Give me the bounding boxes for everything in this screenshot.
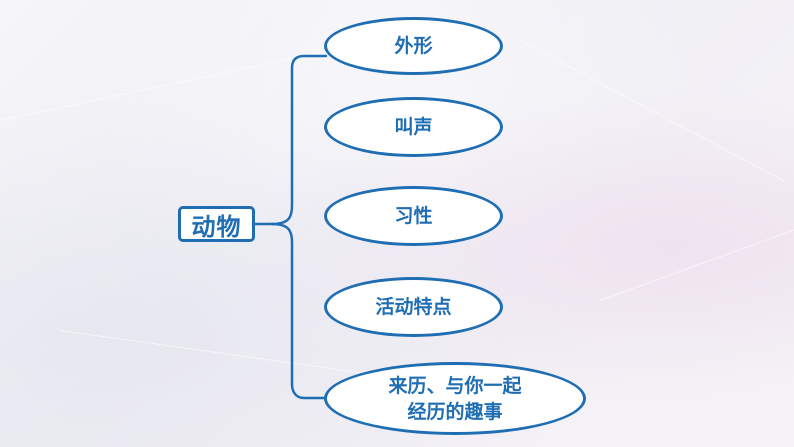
branch-node-activity: 活动特点 — [324, 277, 503, 337]
branch-node-history: 来历、与你一起 经历的趣事 — [324, 362, 586, 435]
branch-label-group: 来历、与你一起 经历的趣事 — [388, 373, 521, 425]
branch-node-appearance: 外形 — [324, 17, 503, 75]
branch-label-line1: 来历、与你一起 — [388, 374, 522, 397]
branch-node-habits: 习性 — [324, 186, 503, 246]
bracket-line — [270, 54, 328, 226]
bracket-line — [270, 222, 328, 400]
branch-label-line2: 经历的趣事 — [407, 400, 503, 423]
branch-label: 习性 — [394, 205, 433, 227]
root-node: 动物 — [178, 206, 255, 242]
branch-label: 外形 — [394, 35, 433, 57]
root-label: 动物 — [191, 212, 242, 241]
branch-label: 叫声 — [394, 116, 433, 138]
branch-label: 活动特点 — [375, 296, 452, 318]
branch-node-sound: 叫声 — [324, 97, 503, 157]
